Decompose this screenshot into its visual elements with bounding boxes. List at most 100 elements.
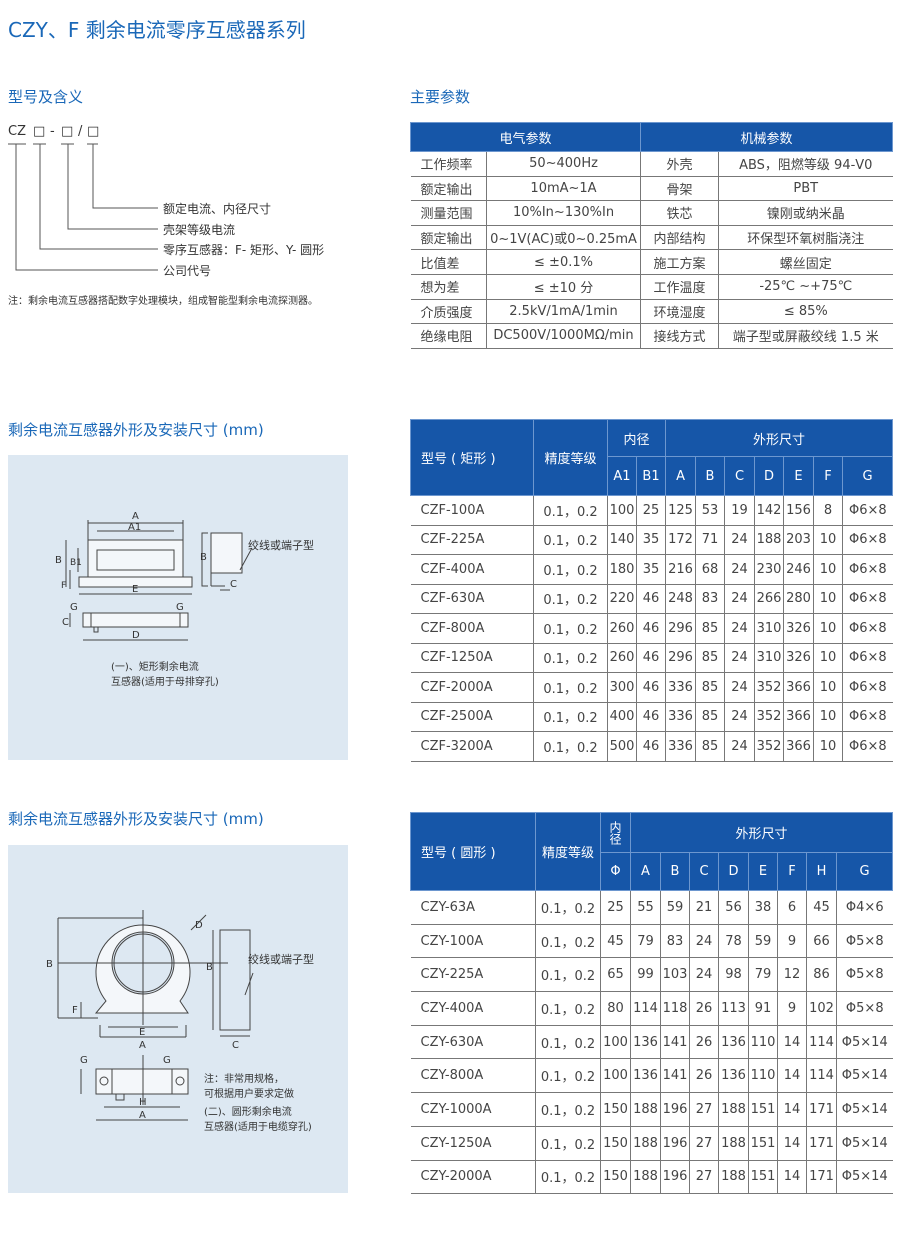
- table-cell: 136: [718, 1058, 749, 1094]
- table-cell: 24: [724, 643, 755, 673]
- table-cell: -25℃ ~+75℃: [718, 274, 893, 300]
- table-cell: 26: [689, 991, 719, 1026]
- table-cell: CZY-1250A: [410, 1126, 536, 1161]
- table-cell: 172: [665, 525, 696, 555]
- subheader-cell: G: [842, 456, 894, 496]
- table-cell: 366: [783, 731, 814, 762]
- drawing-caption: (一)、矩形剩余电流: [111, 660, 199, 673]
- table-cell: Φ5×14: [835, 1058, 893, 1094]
- table-cell: 10: [813, 613, 843, 644]
- model-meaning-heading: 型号及含义: [8, 88, 84, 106]
- table-cell: 46: [635, 702, 666, 732]
- table-cell: Φ5×8: [835, 991, 893, 1026]
- drawing-note: 可根据用户要求定做: [204, 1087, 294, 1100]
- table-cell: CZY-2000A: [410, 1160, 536, 1195]
- table-cell: 46: [635, 613, 666, 644]
- table-cell: 216: [665, 554, 696, 585]
- table-cell: 280: [783, 584, 814, 614]
- dim-label-c: C: [232, 1040, 239, 1051]
- table-cell: 260: [607, 643, 637, 673]
- table-cell: 188: [630, 1126, 661, 1161]
- table-cell: 环境湿度: [640, 299, 719, 325]
- table-cell: 85: [695, 731, 725, 762]
- table-cell: 24: [724, 672, 755, 703]
- model-code-diagram: CZ □ - □ / □ 额定电流、内径尺寸 壳架等级电流 零序互感器：F- 矩…: [8, 124, 324, 278]
- table-cell: 24: [724, 702, 755, 732]
- table-cell: 24: [689, 924, 719, 959]
- table-cell: 24: [724, 613, 755, 644]
- table-cell: 171: [806, 1092, 837, 1127]
- table-cell: CZF-1250A: [410, 643, 534, 673]
- subheader-cell: Φ: [600, 852, 631, 891]
- table-cell: 外壳: [640, 151, 719, 177]
- round-section-heading: 剩余电流互感器外形及安装尺寸 (mm): [8, 810, 264, 828]
- code-box: □: [87, 124, 99, 139]
- table-cell: 85: [695, 613, 725, 644]
- dim-label-b: B: [206, 962, 213, 973]
- table-cell: 26: [689, 1058, 719, 1094]
- table-cell: 59: [748, 924, 778, 959]
- dim-label-g: G: [176, 602, 184, 613]
- table-cell: 27: [689, 1126, 719, 1161]
- table-cell: 150: [600, 1160, 631, 1195]
- subheader-cell: H: [806, 852, 837, 891]
- table-cell: 326: [783, 613, 814, 644]
- table-cell: 9: [777, 991, 807, 1026]
- table-cell: 0.1，0.2: [533, 584, 608, 614]
- table-cell: 352: [754, 702, 784, 732]
- table-cell: 65: [600, 957, 631, 993]
- table-cell: 25: [600, 890, 631, 925]
- subheader-cell: F: [777, 852, 807, 891]
- table-cell: 141: [660, 1058, 690, 1094]
- table-cell: CZY-63A: [410, 890, 536, 925]
- table-cell: Φ6×8: [842, 525, 893, 555]
- table-cell: 188: [630, 1160, 661, 1195]
- subheader-cell: B: [660, 852, 690, 891]
- table-cell: 工作温度: [640, 274, 719, 300]
- dim-label-a: A: [139, 1040, 146, 1051]
- table-cell: 10: [813, 702, 843, 732]
- table-cell: 500: [607, 731, 637, 762]
- table-cell: 79: [748, 957, 778, 993]
- table-cell: 10%In~130%In: [485, 200, 641, 226]
- table-cell: 352: [754, 731, 784, 762]
- table-cell: CZF-3200A: [410, 731, 534, 762]
- table-cell: 0.1，0.2: [533, 613, 608, 644]
- drawing-caption: 互感器(适用于电缆穿孔): [204, 1120, 312, 1133]
- dim-label-e: E: [132, 584, 138, 595]
- table-cell: Φ6×8: [842, 613, 893, 644]
- table-cell: 0.1，0.2: [533, 702, 608, 732]
- table-cell: 0.1，0.2: [535, 1092, 601, 1127]
- dim-label-b: B: [200, 552, 207, 563]
- header-mechanical: 机械参数: [640, 122, 894, 152]
- table-cell: 26: [689, 1025, 719, 1060]
- table-cell: 266: [754, 584, 784, 614]
- table-cell: 14: [777, 1058, 807, 1094]
- table-cell: ≤ ±10 分: [485, 274, 641, 300]
- table-cell: 24: [724, 554, 755, 585]
- table-cell: 21: [689, 890, 719, 925]
- table-cell: 0.1，0.2: [535, 1025, 601, 1060]
- table-cell: 150: [600, 1126, 631, 1161]
- table-cell: Φ5×14: [835, 1092, 893, 1127]
- table-cell: 24: [724, 731, 755, 762]
- table-cell: Φ6×8: [842, 643, 893, 673]
- dim-label-a: A: [139, 1110, 146, 1121]
- table-cell: 额定输出: [410, 225, 487, 251]
- table-cell: 59: [660, 890, 690, 925]
- code-slash: /: [78, 124, 83, 139]
- drawing-caption: (二)、圆形剩余电流: [204, 1105, 292, 1118]
- table-cell: 2.5kV/1mA/1min: [485, 299, 641, 325]
- dim-label-c: C: [62, 617, 69, 628]
- table-cell: 10: [813, 672, 843, 703]
